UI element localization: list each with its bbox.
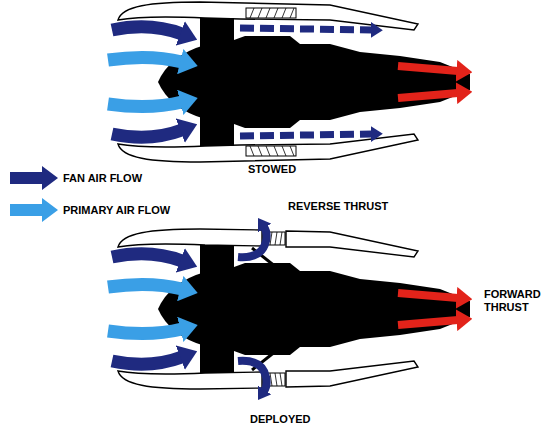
legend-text: FAN AIR FLOW	[63, 172, 142, 185]
state-label: STOWED	[248, 163, 328, 176]
flow-label: REVERSE THRUST	[288, 200, 418, 213]
legend-swatch-box	[8, 197, 60, 223]
stowed-engine	[108, 2, 470, 162]
legend-text: PRIMARY AIR FLOW	[63, 204, 170, 217]
state-label: DEPLOYED	[250, 413, 340, 426]
legend-arrow	[10, 198, 58, 222]
deployed-engine	[108, 227, 470, 391]
flow-label: FORWARD THRUST	[484, 288, 546, 314]
legend-swatch-box	[8, 165, 60, 191]
legend-arrow	[10, 166, 58, 190]
